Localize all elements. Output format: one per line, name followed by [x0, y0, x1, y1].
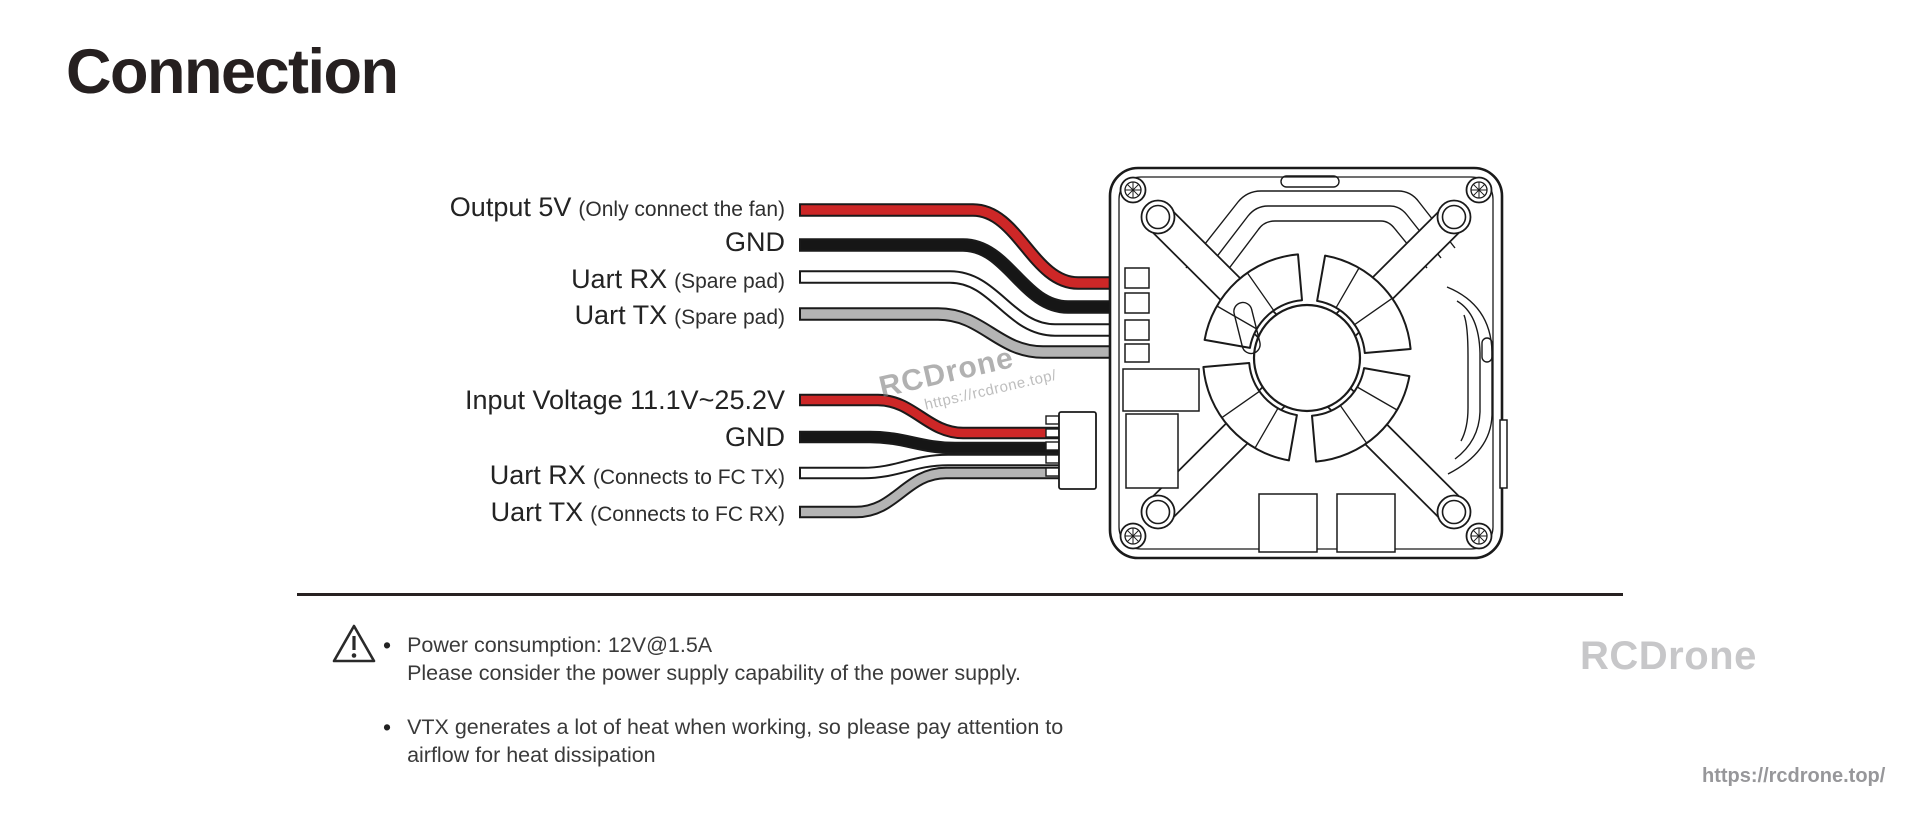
- wire-label-input-voltage: Input Voltage 11.1V~25.2V: [465, 382, 785, 423]
- screw-icon: [1119, 522, 1147, 550]
- note-line: Power consumption: 12V@1.5A: [407, 633, 713, 657]
- connection-diagram: [799, 166, 1508, 560]
- wire-outline: [799, 393, 1062, 440]
- page-title: Connection: [66, 37, 399, 107]
- fan-port-wires: [799, 203, 1113, 359]
- wire-label-text: Input Voltage 11.1V~25.2V: [464, 385, 785, 415]
- bullet-icon: •: [383, 714, 392, 740]
- section-divider: [297, 593, 1623, 596]
- fan-drawing: [1202, 253, 1412, 463]
- screw-icon: [1119, 176, 1147, 204]
- wire-label-text: Uart TX: [490, 497, 584, 527]
- wire-black-gnd: [801, 432, 1062, 453]
- bullet-icon: •: [383, 632, 392, 658]
- fan-blades: [1216, 267, 1398, 449]
- wire-label-note: (Only connect the fan): [578, 198, 785, 221]
- component-chip: [1125, 413, 1179, 489]
- bottom-pad: [1336, 493, 1396, 553]
- wire-label-text: Uart TX: [574, 300, 668, 330]
- wire-label-uart-tx-fc: Uart TX (Connects to FC RX): [491, 494, 785, 535]
- notes-section: • Power consumption: 12V@1.5A Please con…: [383, 631, 1243, 795]
- screw-icon: [1465, 522, 1493, 550]
- heatsink-pattern-top: [1185, 175, 1456, 284]
- wire-label-gnd-power: GND: [725, 419, 785, 460]
- site-url-watermark: https://rcdrone.top/: [1702, 765, 1886, 787]
- fan-port-pads: [1124, 267, 1150, 363]
- wire-white-uart-rx: [801, 455, 1062, 478]
- wire-gray-uart-tx: [801, 309, 1113, 357]
- wire-label-text: GND: [725, 227, 785, 257]
- heatsink-pattern-right: [1446, 286, 1493, 475]
- fan-hub: [1252, 303, 1362, 413]
- screw-icon: [1465, 176, 1493, 204]
- bottom-pad: [1258, 493, 1318, 553]
- note-line: VTX generates a lot of heat when working…: [407, 715, 1064, 739]
- wire-gray-uart-tx: [801, 468, 1062, 517]
- wire-label-text: Uart RX: [489, 460, 586, 490]
- wire-red-output-5v: [801, 205, 1113, 288]
- wire-label-text: GND: [725, 422, 785, 452]
- wire-label-note: (Connects to FC TX): [592, 466, 785, 489]
- note-line: Please consider the power supply capabil…: [407, 661, 1021, 685]
- side-tab: [1499, 419, 1508, 489]
- component-chip: [1122, 368, 1200, 412]
- wire-label-note: (Connects to FC RX): [590, 503, 785, 526]
- wire-label-uart-tx-spare: Uart TX (Spare pad): [575, 297, 785, 338]
- jst-connector: [1045, 411, 1097, 490]
- wire-black-gnd: [801, 240, 1113, 312]
- wire-label-output-5v: Output 5V (Only connect the fan): [450, 189, 785, 230]
- vtx-device-drawing: [1108, 166, 1508, 560]
- wire-white-uart-rx: [801, 272, 1113, 335]
- note-item: • Power consumption: 12V@1.5A Please con…: [383, 631, 1243, 687]
- note-line: airflow for heat dissipation: [407, 743, 656, 767]
- wire-label-text: Uart RX: [571, 264, 668, 294]
- wire-red-input-voltage: [801, 395, 1062, 438]
- wire-label-note: (Spare pad): [674, 270, 785, 293]
- brand-watermark: RCDrone: [1580, 634, 1757, 678]
- power-port-wires: [799, 393, 1062, 519]
- wire-label-text: Output 5V: [449, 192, 572, 222]
- note-item: • VTX generates a lot of heat when worki…: [383, 713, 1243, 769]
- wire-label-gnd-fan: GND: [725, 224, 785, 265]
- board-slot: [1233, 301, 1261, 355]
- wire-label-note: (Spare pad): [674, 306, 785, 329]
- wire-label-uart-rx-fc: Uart RX (Connects to FC TX): [490, 457, 785, 498]
- wire-label-uart-rx-spare: Uart RX (Spare pad): [571, 261, 785, 302]
- warning-icon: [332, 624, 376, 663]
